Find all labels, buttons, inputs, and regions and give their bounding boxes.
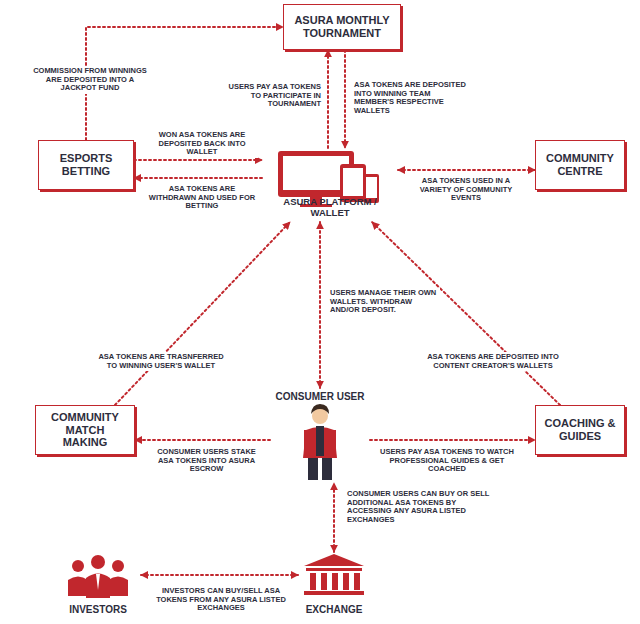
flow-connector [327,50,329,148]
process-box: COMMUNITY CENTRE [535,140,625,190]
edge-label: ASA TOKENS ARE TRASNFERRED TO WINNING US… [92,352,230,371]
icon-node: CONSUMER USER [270,388,370,483]
edge-label: ASA TOKENS ARE DEPOSITED INTO CONTENT CR… [424,352,562,371]
process-box: ASURA MONTHLY TOURNAMENT [283,4,401,50]
process-box: COMMUNITY MATCH MAKING [35,405,135,455]
node-label: COMMUNITY CENTRE [542,152,618,177]
edge-label: WON ASA TOKENS ARE DEPOSITED BACK INTO W… [146,130,258,158]
bank-icon [304,554,364,595]
icon-node: ASURA PLATFORM / WALLET [262,148,398,222]
flow-connector [134,177,262,179]
node-label: INVESTORS [69,604,127,616]
process-box: ESPORTS BETTING [38,140,134,190]
edge-label: CONSUMER USERS CAN BUY OR SELL ADDITIONA… [345,489,493,526]
flow-connector [135,439,270,441]
node-label: ASURA MONTHLY TOURNAMENT [290,14,394,39]
process-box: COACHING & GUIDES [535,405,625,455]
node-label: COMMUNITY MATCH MAKING [42,411,128,449]
flow-connector [319,222,321,388]
flow-connector [141,574,298,576]
edge-label: CONSUMER USERS STAKE ASA TOKENS INTO ASU… [148,447,265,475]
node-label: COACHING & GUIDES [542,417,618,442]
edge-label: COMMISSION FROM WINNINGS ARE DEPOSITED I… [30,66,150,94]
edge-label: ASA TOKENS ARE WITHDRAWN AND USED FOR BE… [146,184,258,212]
edge-label: USERS MANAGE THEIR OWN WALLETS. WITHDRAW… [328,288,440,316]
node-label: ASURA PLATFORM / WALLET [264,197,396,219]
person-icon [303,404,337,480]
edge-label: INVESTORS CAN BUY/SELL ASA TOKENS FROM A… [148,586,294,614]
flow-connector [115,222,290,405]
edge-label: USERS PAY ASA TOKENS TO PARTICIPATE IN T… [226,82,323,110]
flow-connector [333,483,335,552]
icon-node: EXCHANGE [298,552,370,618]
icon-node: INVESTORS [55,552,141,618]
edge-label: USERS PAY ASA TOKENS TO WATCH PROFESSION… [376,447,518,475]
flow-connector [344,50,346,148]
flow-connector [398,169,535,171]
flow-connector [370,439,535,441]
edge-label: ASA TOKENS USED IN A VARIETY OF COMMUNIT… [405,176,527,204]
flow-connector [134,159,262,161]
node-label: EXCHANGE [306,604,363,616]
edge-label: ASA TOKENS ARE DEPOSITED INTO WINNING TE… [352,80,470,117]
investors-icon [68,555,128,598]
node-label: ESPORTS BETTING [45,152,127,177]
node-label: CONSUMER USER [276,391,365,403]
